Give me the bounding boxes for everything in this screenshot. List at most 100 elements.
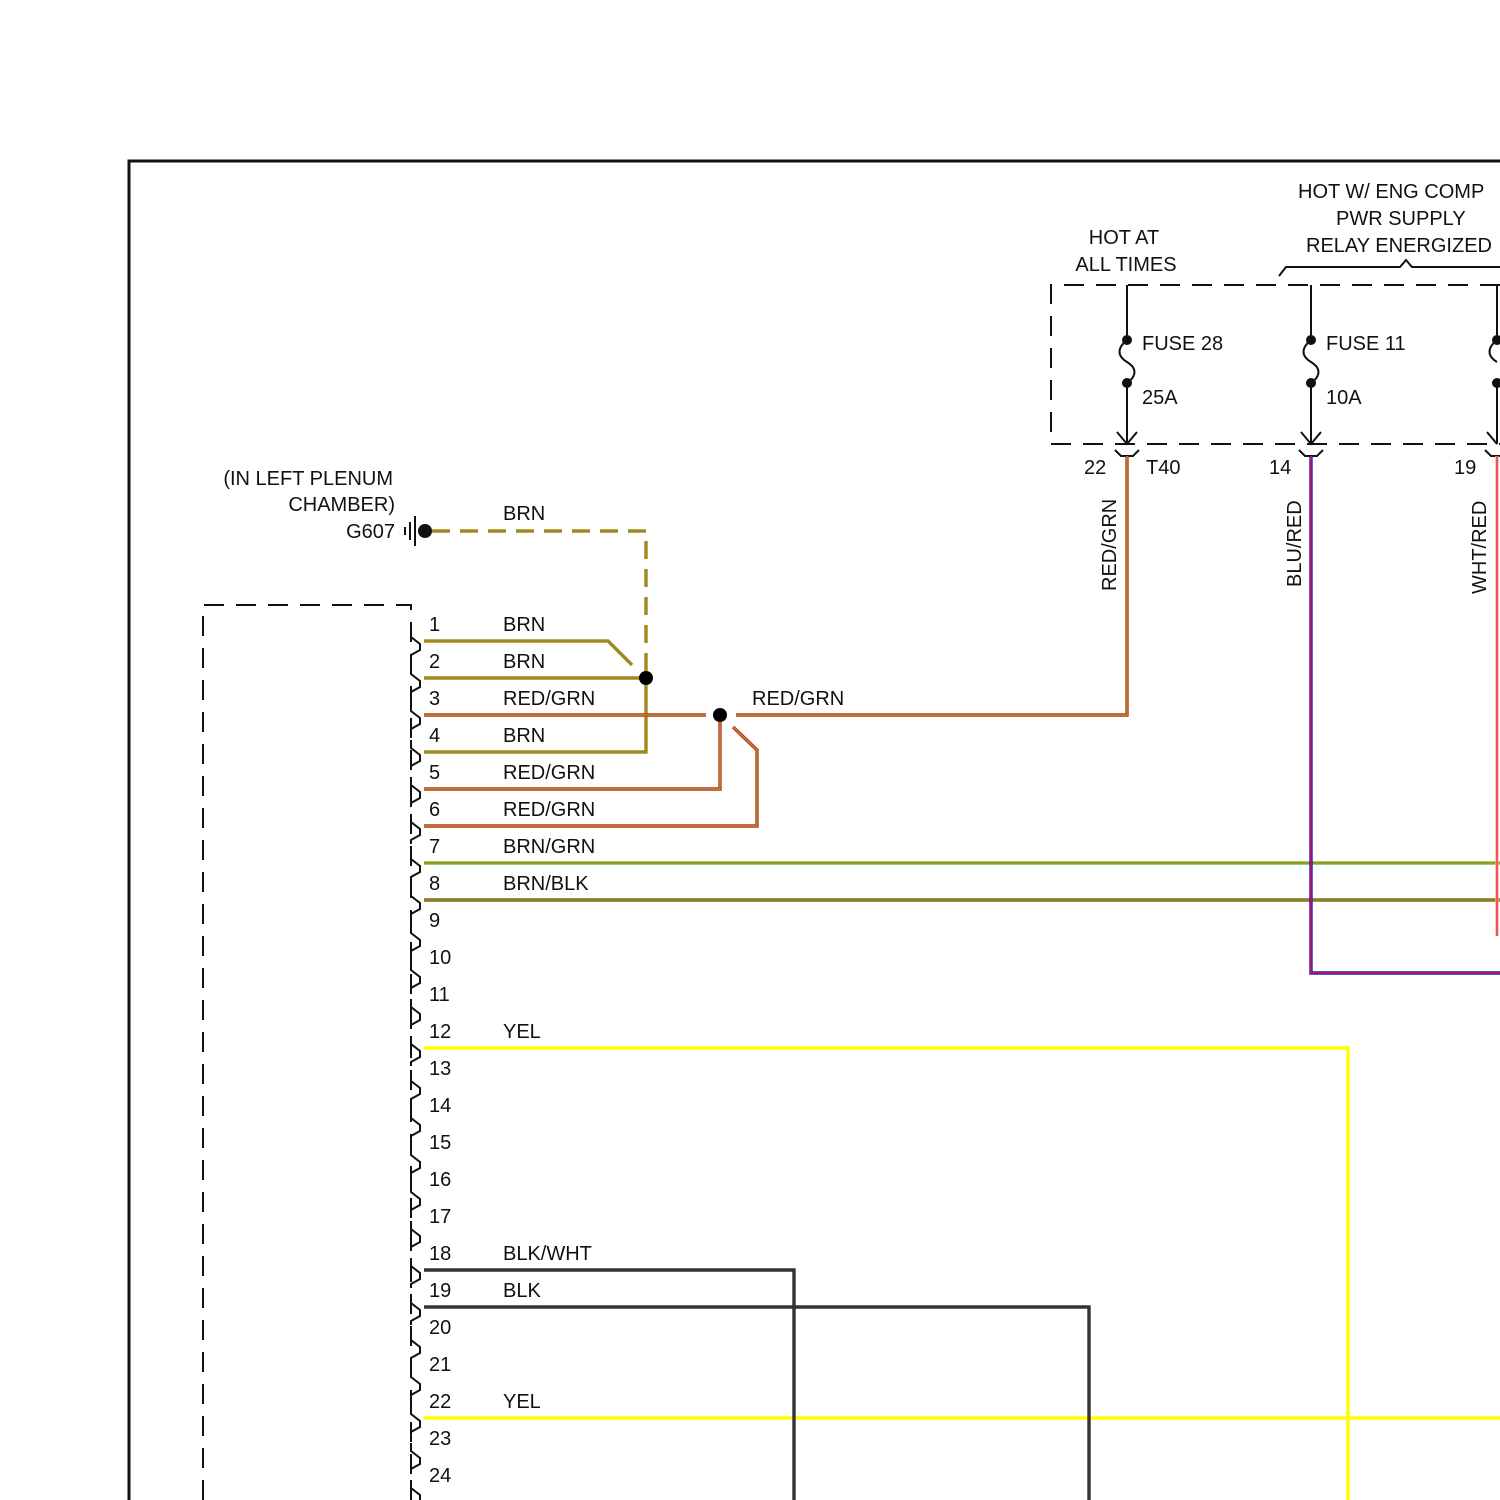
hot-eng-label-3: RELAY ENERGIZED <box>1306 235 1492 257</box>
pin-number: 10 <box>429 947 451 969</box>
pin-number: 24 <box>429 1465 451 1487</box>
pin-wire-color-label: BRN <box>503 725 545 747</box>
pin-number: 18 <box>429 1243 451 1265</box>
wire-splice-to-fuse28 <box>736 456 1127 715</box>
connector-t40-label: T40 <box>1146 457 1180 479</box>
pin-wire-color-label: BRN/BLK <box>503 873 589 895</box>
pin-wire-color-label: BRN <box>503 651 545 673</box>
pin-number: 8 <box>429 873 440 895</box>
pin-number: 1 <box>429 614 440 636</box>
pin-wire-color-label: RED/GRN <box>503 688 595 710</box>
connector-bracket <box>411 1443 420 1473</box>
pin-number: 6 <box>429 799 440 821</box>
splice-redgrn <box>713 708 727 722</box>
connector-bracket <box>411 814 420 844</box>
connector-bracket <box>411 1036 420 1066</box>
pin-wire-color-label: YEL <box>503 1391 541 1413</box>
wire-pin12-yel <box>424 1048 1348 1500</box>
connector-bracket <box>411 703 420 733</box>
hot-eng-bracket <box>1279 260 1500 276</box>
pin-wire-color-label: RED/GRN <box>503 799 595 821</box>
pin-wire-color-label: BRN <box>503 614 545 636</box>
hot-eng-label-2: PWR SUPPLY <box>1336 208 1466 230</box>
pin-wire-color-label: BLK/WHT <box>503 1243 592 1265</box>
pin-number: 20 <box>429 1317 451 1339</box>
pin-number: 23 <box>429 1428 451 1450</box>
pin-number: 13 <box>429 1058 451 1080</box>
diagram-frame <box>129 161 1500 1500</box>
wire-splice-to-fuse28-stripe <box>736 456 1127 715</box>
vertical-redgrn-label: RED/GRN <box>1099 499 1121 591</box>
pin-14-label: 14 <box>1269 457 1291 479</box>
pin-number: 4 <box>429 725 440 747</box>
vertical-blured-label: BLU/RED <box>1284 500 1306 587</box>
hot-at-all-times-label-1: HOT AT <box>1089 227 1159 249</box>
pin-number: 9 <box>429 910 440 932</box>
wires <box>424 456 1500 1500</box>
ground-location-label-1: (IN LEFT PLENUM <box>223 468 393 490</box>
component-outline <box>203 605 411 1500</box>
pin-number: 11 <box>429 984 450 1006</box>
ground-id-label: G607 <box>346 521 395 543</box>
fuse-partial <box>1487 285 1500 444</box>
splice-brn <box>639 671 653 685</box>
pin-number: 2 <box>429 651 440 673</box>
pin-number: 17 <box>429 1206 451 1228</box>
connector-bracket <box>411 962 420 992</box>
fuse-11-rating: 10A <box>1326 387 1362 409</box>
connector-bracket <box>411 740 420 770</box>
pin-number: 16 <box>429 1169 451 1191</box>
connector-bracket <box>411 1332 420 1362</box>
fuse-11 <box>1301 285 1321 444</box>
pin-wire-color-label: YEL <box>503 1021 541 1043</box>
pin-number: 19 <box>429 1280 451 1302</box>
fuse-11-label: FUSE 11 <box>1326 333 1406 355</box>
connector-bracket <box>411 1295 420 1325</box>
ground-wire-label: BRN <box>503 503 545 525</box>
pin-number: 12 <box>429 1021 451 1043</box>
connector-bracket <box>411 1147 420 1177</box>
hot-eng-label-1: HOT W/ ENG COMP <box>1298 181 1484 203</box>
connector-bracket <box>411 1184 420 1214</box>
connector-bracket <box>411 999 420 1029</box>
connector-bracket <box>411 1480 420 1500</box>
connector-bracket <box>411 925 420 955</box>
fuse-28-rating: 25A <box>1142 387 1178 409</box>
component-connector <box>411 629 420 1500</box>
pin-wire-color-label: BRN/GRN <box>503 836 595 858</box>
ground-symbol-icon <box>405 516 432 546</box>
pin-number: 22 <box>429 1391 451 1413</box>
pin-wire-color-label: BLK <box>503 1280 541 1302</box>
fuse-28 <box>1117 285 1137 444</box>
wire-pin18-blkwht <box>424 1270 794 1500</box>
connector-bracket <box>411 777 420 807</box>
connector-bracket <box>411 629 420 659</box>
pin-19-label: 19 <box>1454 457 1476 479</box>
ground-location-label-2: CHAMBER) <box>288 494 395 516</box>
pin-22-label: 22 <box>1084 457 1106 479</box>
connector-bracket <box>411 1369 420 1399</box>
pin-number: 21 <box>429 1354 451 1376</box>
connector-bracket <box>411 851 420 881</box>
terminal-22 <box>1115 450 1139 456</box>
connector-bracket <box>411 1110 420 1140</box>
pin-number: 14 <box>429 1095 451 1117</box>
terminal-19 <box>1485 450 1500 456</box>
vertical-whtred-label: WHT/RED <box>1469 501 1491 594</box>
hot-at-all-times-label-2: ALL TIMES <box>1075 254 1176 276</box>
connector-bracket <box>411 888 420 918</box>
fuse-box-outline <box>1051 285 1500 444</box>
pin-wire-color-label: RED/GRN <box>503 762 595 784</box>
connector-bracket <box>411 1073 420 1103</box>
pin-number: 3 <box>429 688 440 710</box>
connector-bracket <box>411 1221 420 1251</box>
pin-number: 15 <box>429 1132 451 1154</box>
splice-redgrn-label: RED/GRN <box>752 688 844 710</box>
connector-bracket <box>411 1406 420 1436</box>
fuse-28-label: FUSE 28 <box>1142 333 1223 355</box>
terminal-14 <box>1299 450 1323 456</box>
pin-number: 7 <box>429 836 440 858</box>
connector-bracket <box>411 666 420 696</box>
